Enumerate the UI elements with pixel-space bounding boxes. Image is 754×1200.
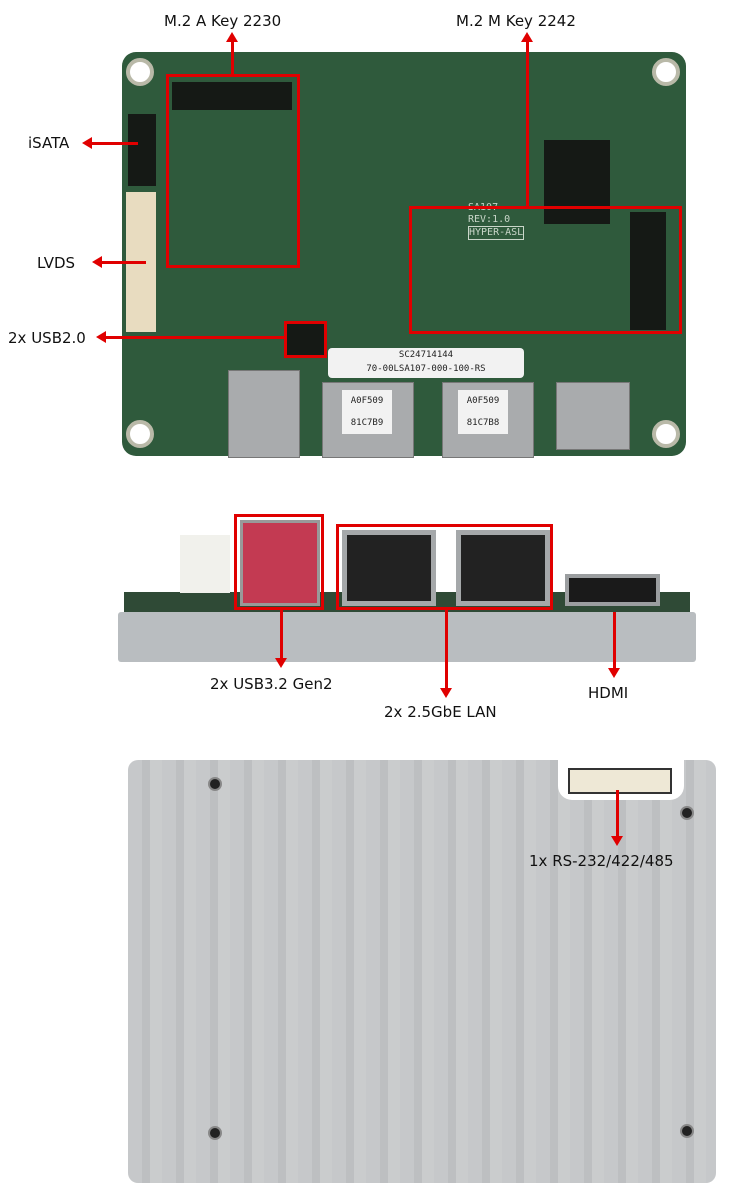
lan2-tag: A0F509 81C7B8 [458, 390, 508, 434]
arrow-down-icon [608, 668, 620, 678]
usb3-ports-front [240, 520, 320, 606]
lan-callout-box [336, 524, 553, 610]
arrow-down-icon [275, 658, 287, 668]
screw-icon [208, 777, 222, 791]
callout-line [104, 336, 285, 339]
arrow-down-icon [440, 688, 452, 698]
arrow-down-icon [611, 836, 623, 846]
serial-sticker: SC24714144 70-00LSA107-000-100-RS [328, 348, 524, 378]
arrow-left-icon [96, 331, 106, 343]
mount-hole [652, 420, 680, 448]
callout-line [616, 790, 619, 838]
arrow-up-icon [521, 32, 533, 42]
callout-line [100, 261, 146, 264]
lan2-tag-code: 81C7B8 [466, 418, 500, 428]
callout-line [90, 142, 138, 145]
m2-a-slot [172, 82, 292, 110]
hdmi-port-front [565, 574, 660, 606]
mount-hole [126, 58, 154, 86]
label-usb3: 2x USB3.2 Gen2 [210, 675, 333, 693]
label-lan: 2x 2.5GbE LAN [384, 703, 497, 721]
arrow-left-icon [92, 256, 102, 268]
board-brand: HYPER-ASL [468, 226, 525, 240]
label-usb2: 2x USB2.0 [8, 329, 86, 347]
power-connector [180, 535, 230, 593]
usb3-callout-box [234, 514, 324, 610]
board-top-view: SA107 REV:1.0 HYPER-ASL SC24714144 70-00… [122, 52, 686, 458]
usb2-header [287, 322, 327, 356]
m2-m-slot [630, 212, 666, 330]
m2-m-callout-box [409, 206, 682, 334]
lan2-port-front [456, 530, 550, 606]
usb3-port [228, 370, 300, 458]
screw-icon [680, 1124, 694, 1138]
lan1-port-front [342, 530, 436, 606]
sticker-part: 70-00LSA107-000-100-RS [366, 364, 486, 374]
arrow-up-icon [226, 32, 238, 42]
isata-connector [128, 114, 156, 186]
mount-hole [126, 420, 154, 448]
lan1-tag-code: 81C7B9 [350, 418, 384, 428]
usb2-callout-box [284, 321, 327, 358]
lan2-tag-top: A0F509 [466, 396, 500, 406]
callout-line [445, 610, 448, 690]
label-hdmi: HDMI [588, 684, 629, 702]
serial-connector [568, 768, 672, 794]
label-m2-m: M.2 M Key 2242 [456, 12, 576, 30]
callout-line [280, 610, 283, 660]
label-lvds: LVDS [37, 254, 76, 272]
callout-line [231, 40, 234, 75]
heatsink-bottom-view [128, 760, 716, 1183]
chipset [544, 140, 610, 224]
sticker-serial: SC24714144 [398, 350, 454, 360]
label-m2-a: M.2 A Key 2230 [164, 12, 282, 30]
arrow-left-icon [82, 137, 92, 149]
lan1-tag-top: A0F509 [350, 396, 384, 406]
board-rev: REV:1.0 [468, 214, 511, 225]
label-serial: 1x RS-232/422/485 [529, 852, 674, 870]
screw-icon [208, 1126, 222, 1140]
screw-icon [680, 806, 694, 820]
m2-a-callout-box [166, 74, 300, 268]
lan1-tag: A0F509 81C7B9 [342, 390, 392, 434]
heatsink-side [118, 612, 696, 662]
hdmi-port [556, 382, 630, 450]
label-isata: iSATA [28, 134, 70, 152]
callout-line [526, 40, 529, 207]
mount-hole [652, 58, 680, 86]
callout-line [613, 612, 616, 670]
